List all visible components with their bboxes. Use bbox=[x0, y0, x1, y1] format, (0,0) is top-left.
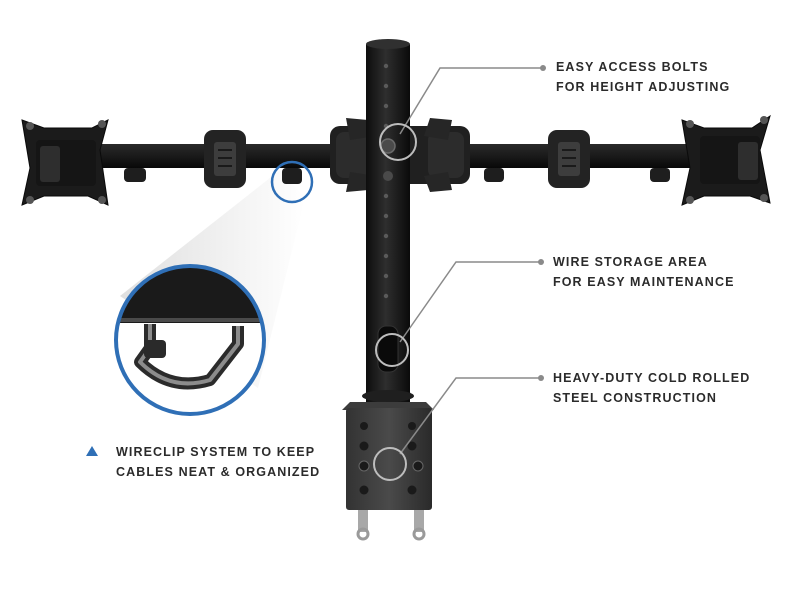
blue-triangle-icon bbox=[86, 446, 98, 456]
right-arm-joint bbox=[548, 130, 590, 188]
callout-easy-access-bolts: EASY ACCESS BOLTS FOR HEIGHT ADJUSTING bbox=[556, 57, 730, 97]
callout-line: CABLES NEAT & ORGANIZED bbox=[116, 465, 321, 479]
left-vesa-plate bbox=[21, 119, 109, 206]
wire-clip-small bbox=[124, 168, 670, 184]
circle-marker-icon bbox=[373, 447, 407, 481]
left-arm-joint bbox=[204, 130, 246, 188]
callout-line: FOR EASY MAINTENANCE bbox=[553, 275, 735, 289]
callout-wire-storage: WIRE STORAGE AREA FOR EASY MAINTENANCE bbox=[553, 252, 735, 292]
callout-line: WIRECLIP SYSTEM TO KEEP bbox=[116, 445, 316, 459]
right-vesa-plate bbox=[681, 114, 771, 206]
leader-steel bbox=[373, 375, 544, 481]
callout-line: HEAVY-DUTY COLD ROLLED bbox=[553, 371, 751, 385]
circle-marker-icon bbox=[375, 333, 409, 367]
callout-line: EASY ACCESS BOLTS bbox=[556, 60, 709, 74]
circle-marker-icon bbox=[270, 160, 314, 204]
callout-line: WIRE STORAGE AREA bbox=[553, 255, 708, 269]
vertical-pole bbox=[366, 42, 410, 422]
hub-bolt bbox=[383, 171, 393, 181]
circle-marker-icon bbox=[379, 123, 417, 161]
pole-adjust-holes bbox=[383, 63, 389, 299]
callout-steel-construction: HEAVY-DUTY COLD ROLLED STEEL CONSTRUCTIO… bbox=[553, 368, 750, 408]
leader-wire bbox=[375, 259, 544, 367]
callout-line: STEEL CONSTRUCTION bbox=[553, 391, 718, 405]
leader-bolts bbox=[379, 65, 546, 161]
callout-line: FOR HEIGHT ADJUSTING bbox=[556, 80, 731, 94]
callout-wireclip-system: WIRECLIP SYSTEM TO KEEP CABLES NEAT & OR… bbox=[86, 442, 320, 482]
desk-clamp bbox=[342, 402, 434, 541]
wireclip-zoom-inset bbox=[114, 264, 266, 416]
